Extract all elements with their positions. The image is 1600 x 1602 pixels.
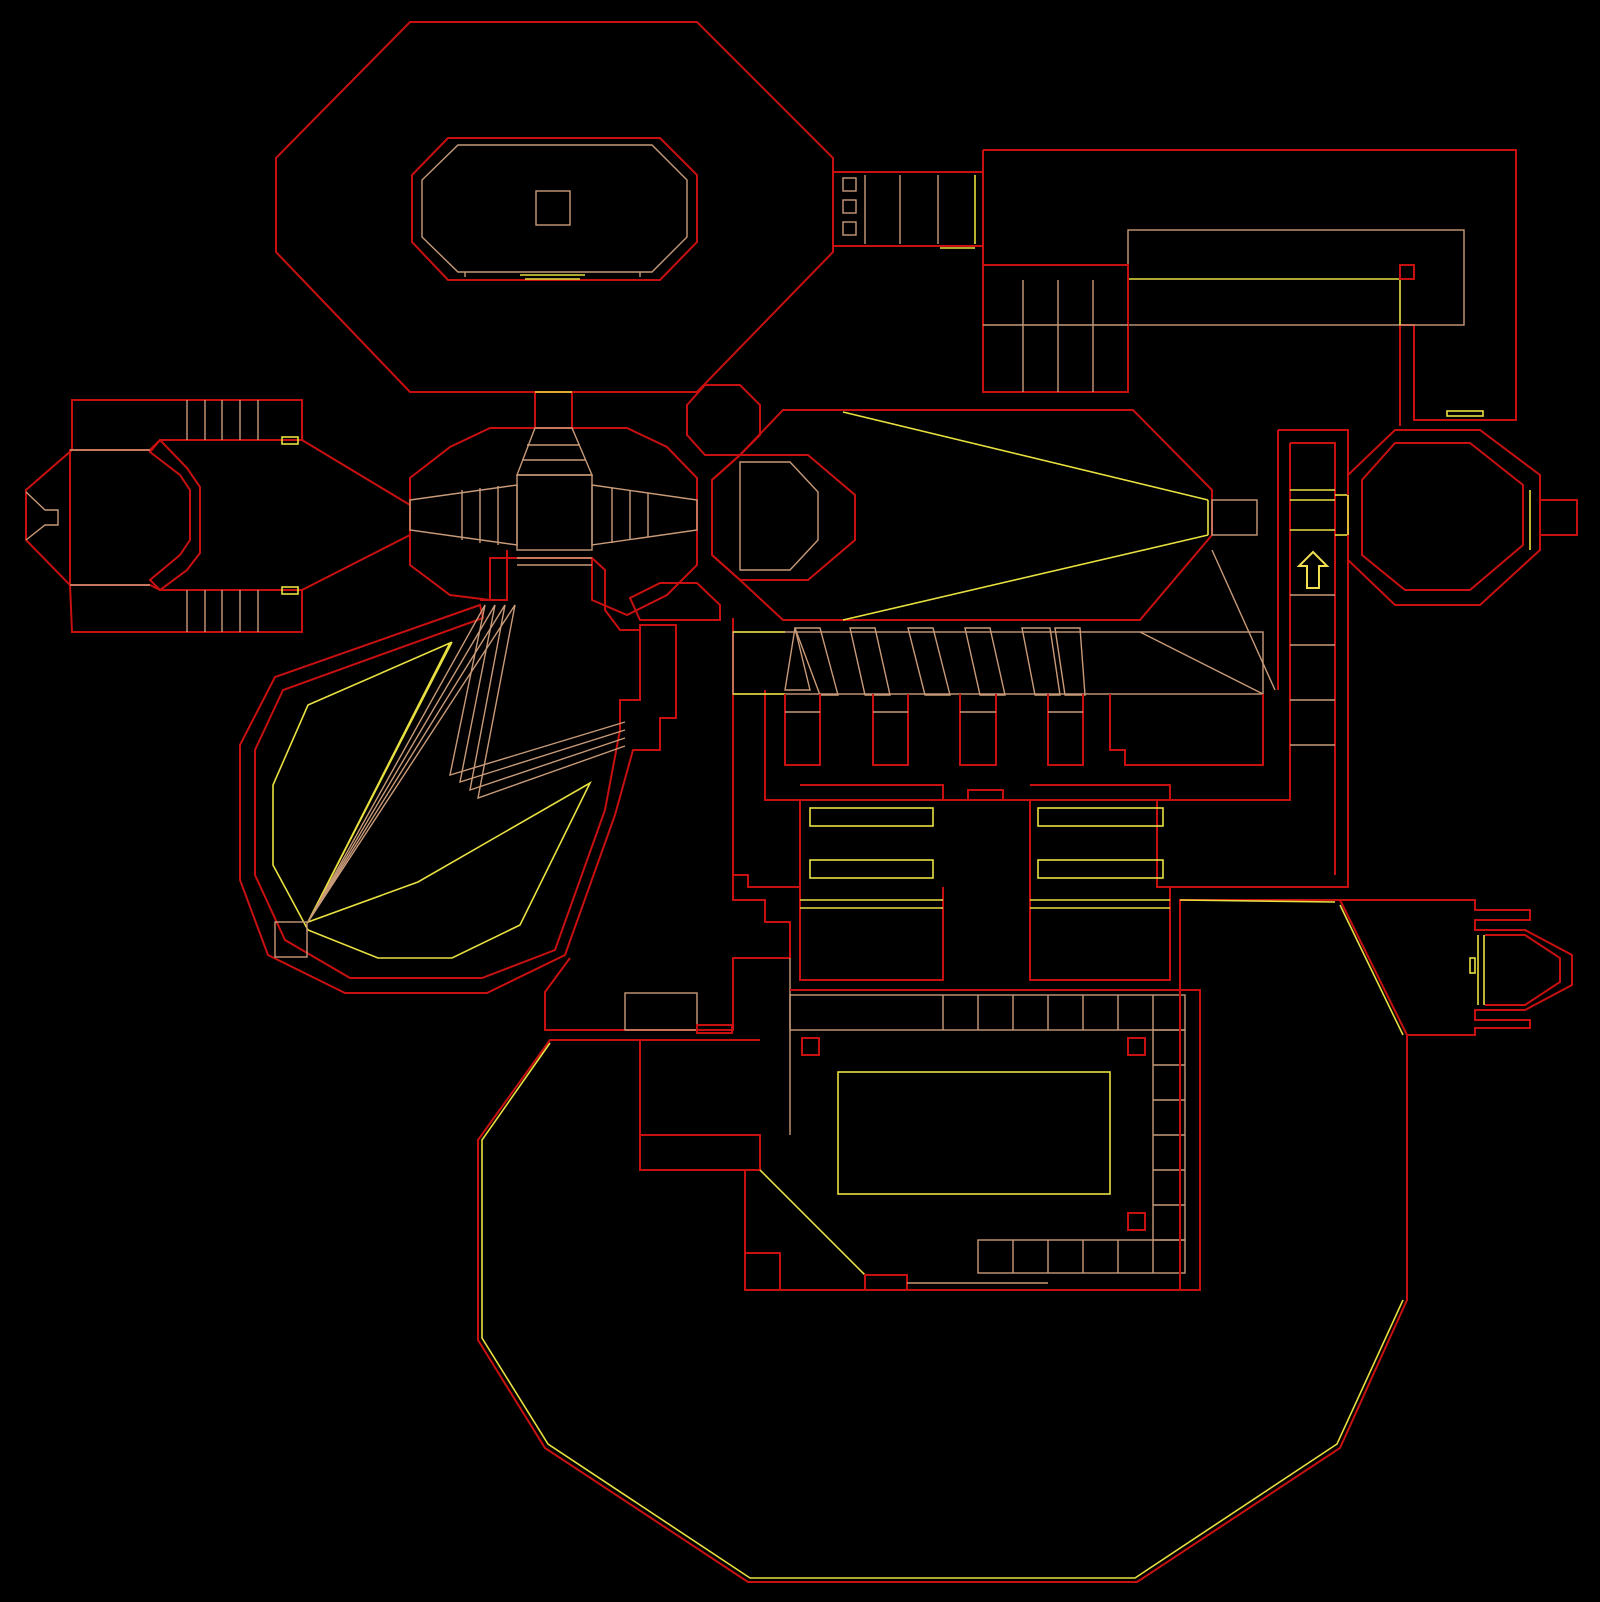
wedge-room [628,409,1258,621]
right-corridor [764,429,1578,888]
center-blocks [799,784,1171,981]
top-octagon-room [275,21,834,393]
player-arrow [1296,550,1330,589]
left-wing-room [25,399,411,633]
top-right-stair-hall [832,149,1517,426]
lower-complex [544,875,1201,1291]
leaf-room [239,603,677,994]
up-arrow-icon [1296,550,1330,589]
central-hub-room [409,391,698,631]
spike-hall [732,549,1276,888]
right-exit-room [1340,899,1573,1036]
